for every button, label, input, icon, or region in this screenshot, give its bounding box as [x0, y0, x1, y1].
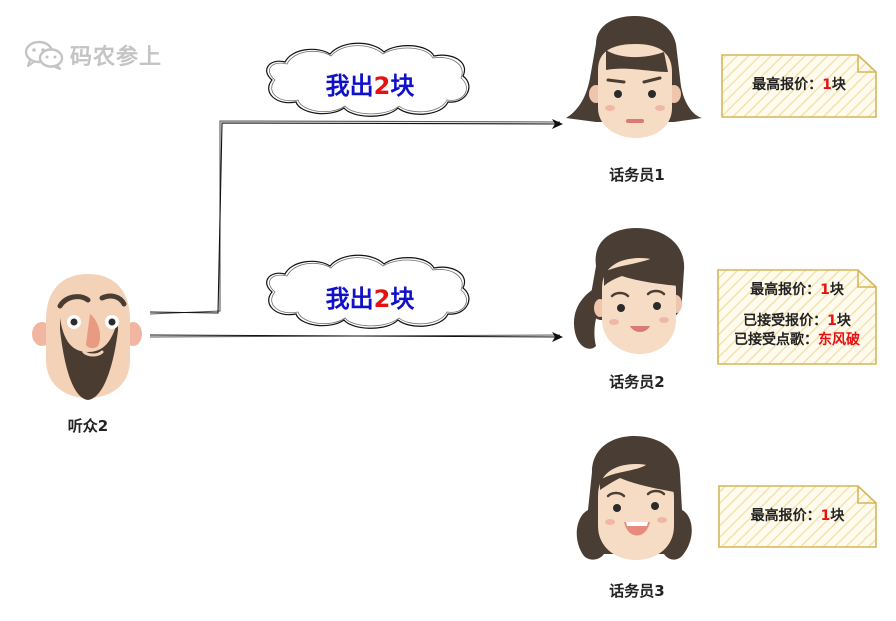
arrow-to-operator-2: [149, 331, 563, 342]
bubble-2-amount: 2: [373, 285, 391, 313]
note-2-line-3-prefix: 已接受点歌：: [734, 332, 818, 348]
note-2-line-2-prefix: 已接受报价：: [743, 313, 828, 329]
watermark-text: 码农参上: [70, 45, 163, 70]
listener-avatar: [32, 274, 142, 400]
note-1-line-1-unit: 块: [831, 77, 846, 93]
operator-1-avatar: [566, 16, 702, 138]
bubble-2-prefix: 我出: [325, 285, 374, 313]
bubble-text-1: 我出2块: [300, 66, 440, 101]
note-3-line-1-prefix: 最高报价：: [750, 508, 821, 524]
wechat-icon: [24, 40, 64, 70]
note-box-2: [717, 269, 877, 365]
note-3-line-1-value: 1: [820, 508, 831, 524]
note-3-line-1: 最高报价：1块: [719, 507, 876, 526]
note-2-line-2-unit: 块: [836, 313, 851, 329]
note-1-line-1-value: 1: [822, 77, 832, 93]
bubble-1-unit: 块: [390, 72, 415, 100]
note-2-line-3-value: 东风破: [818, 332, 860, 348]
watermark: 码农参上: [24, 38, 162, 72]
note-1-line-1: 最高报价：1块: [722, 76, 876, 95]
note-3-text: 最高报价：1块: [719, 507, 876, 526]
note-2-line-1-prefix: 最高报价：: [750, 282, 821, 298]
operator-3-avatar: [576, 436, 692, 560]
bubble-1-amount: 2: [373, 72, 391, 100]
arrow-to-operator-1: [149, 118, 563, 315]
operator-3-label: 话务员3: [609, 582, 665, 600]
bubble-cloud-1: [266, 42, 470, 117]
operator-1-label: 话务员1: [609, 166, 665, 184]
note-2-line-1-value: 1: [820, 282, 830, 298]
note-2-line-3: 已接受点歌：东风破: [718, 331, 876, 350]
operator-2-label: 话务员2: [609, 373, 665, 391]
note-box-3: [718, 485, 877, 548]
bubble-text-2: 我出2块: [300, 279, 440, 314]
listener-label: 听众2: [67, 417, 109, 435]
note-2-line-1-unit: 块: [829, 282, 844, 298]
note-1-text: 最高报价：1块: [722, 76, 876, 95]
note-3-line-1-unit: 块: [830, 508, 845, 524]
operator-2-avatar: [573, 228, 685, 354]
note-2-line-2-value: 1: [827, 313, 837, 329]
note-1-line-1-prefix: 最高报价：: [752, 77, 823, 93]
note-box-1: [721, 54, 877, 118]
note-2-line-2: 已接受报价：1块: [718, 312, 876, 331]
note-2-text: 最高报价：1块 已接受报价：1块 已接受点歌：东风破: [718, 281, 876, 350]
note-2-line-1: 最高报价：1块: [718, 281, 876, 300]
bubble-1-prefix: 我出: [325, 72, 374, 100]
bubble-2-unit: 块: [390, 285, 415, 313]
bubble-cloud-2: [266, 254, 470, 329]
